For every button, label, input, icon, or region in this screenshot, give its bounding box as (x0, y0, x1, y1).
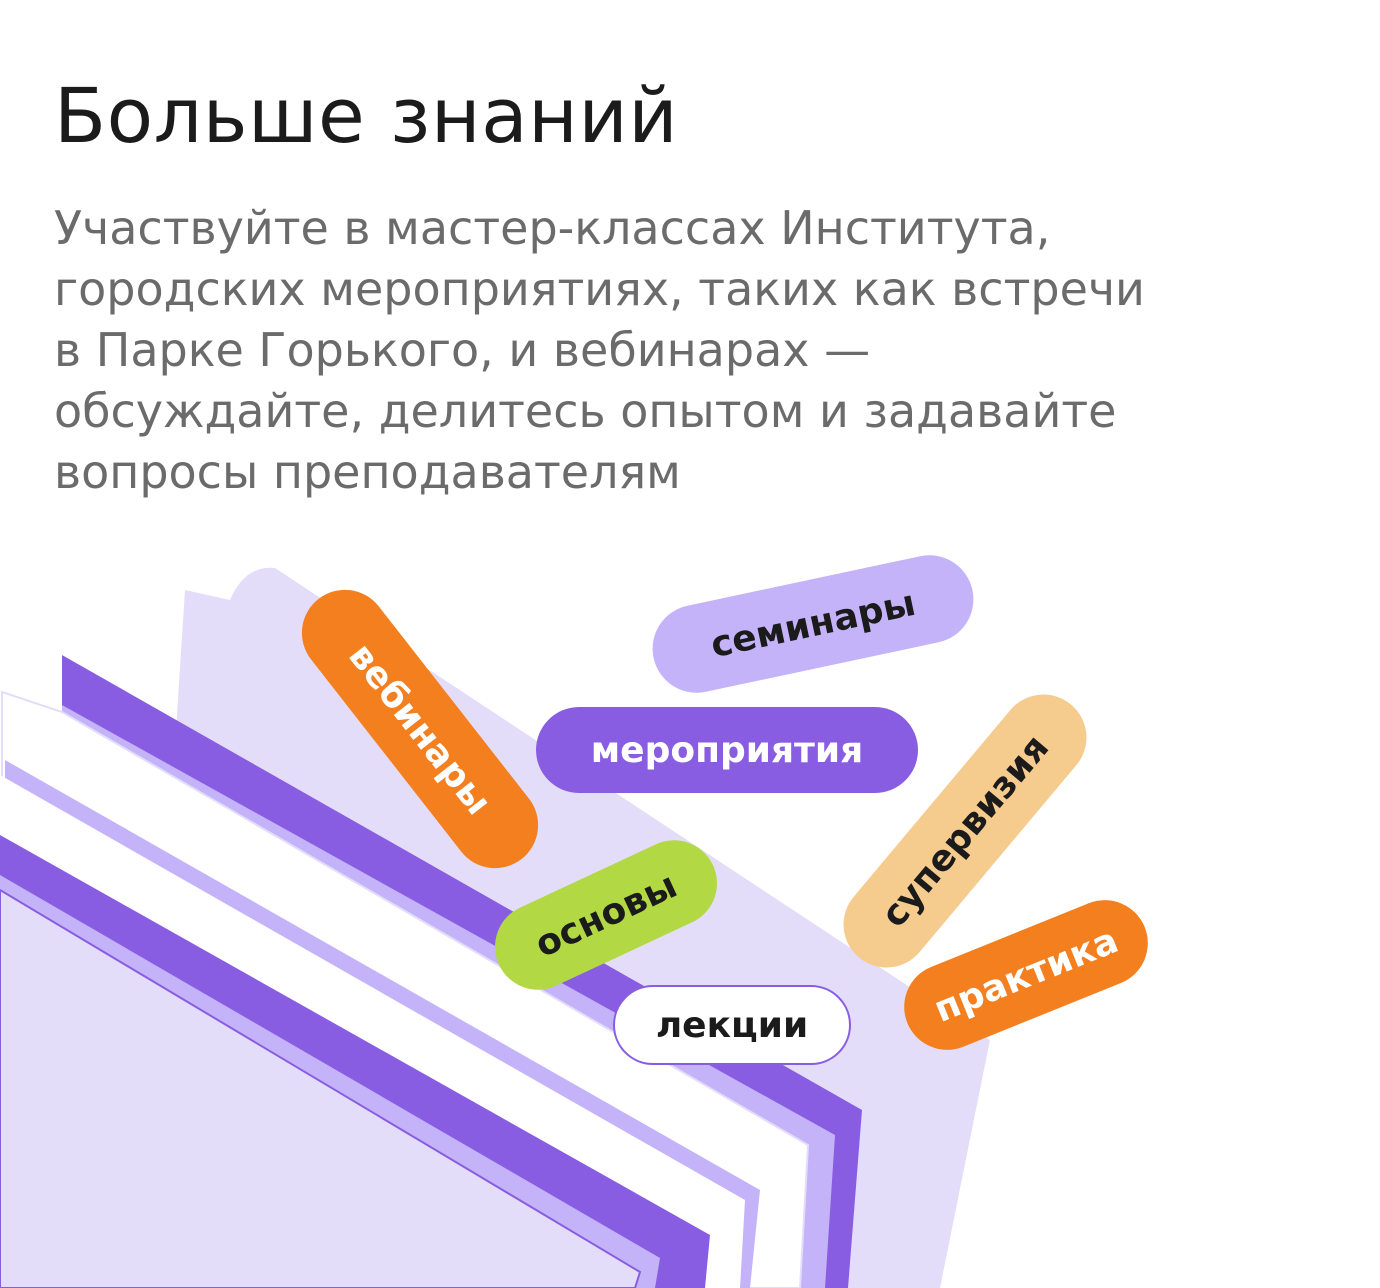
description-line: Участвуйте в мастер-классах Института, (54, 201, 1051, 255)
description-line: в Парке Горького, и вебинарах — (54, 323, 871, 377)
tag-lectures: лекции (613, 985, 851, 1065)
description-line: вопросы преподавателям (54, 445, 681, 499)
description-line: обсуждайте, делитесь опытом и задавайте (54, 384, 1117, 438)
page-title: Больше знаний (54, 71, 679, 160)
folder-front-panel (0, 888, 642, 1288)
description: Участвуйте в мастер-классах Института, г… (54, 198, 1344, 503)
description-line: городских мероприятиях, таких как встреч… (54, 262, 1145, 316)
tag-events: мероприятия (536, 707, 918, 793)
